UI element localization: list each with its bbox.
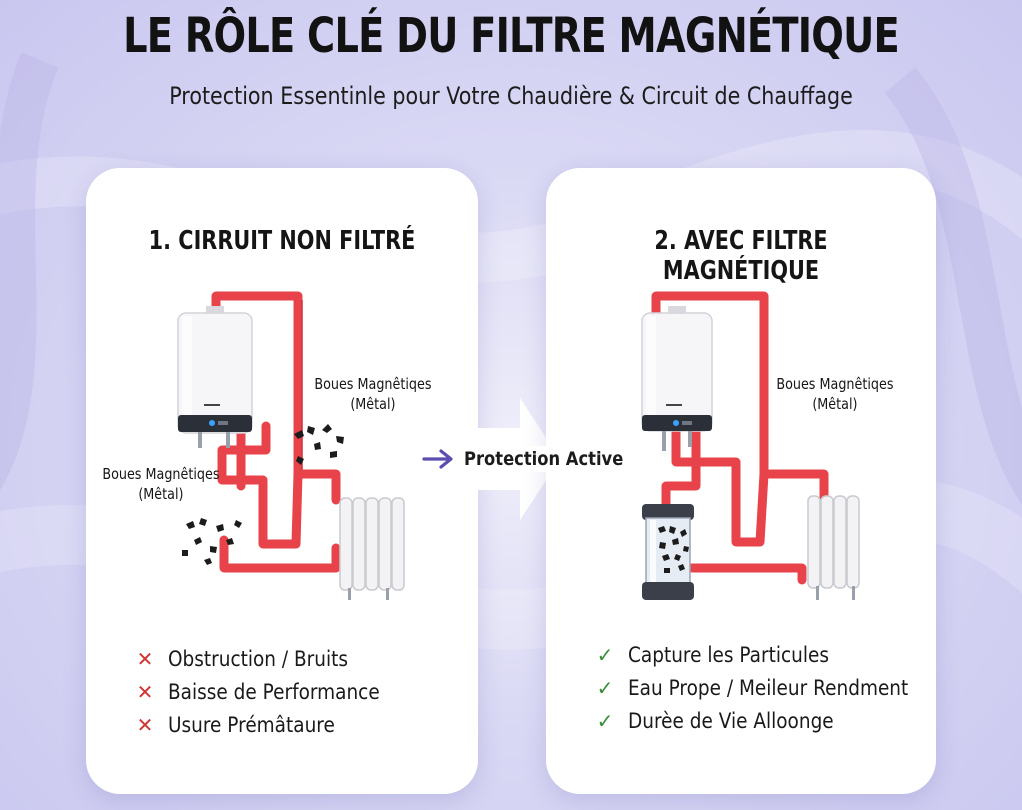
problem-list: ✕ Obstruction / Bruits ✕ Baisse de Perfo… xyxy=(132,642,409,741)
page-title: LE RÔLE CLÉ DU FILTRE MAGNÉTIQUE xyxy=(123,8,900,64)
magnetic-filter-icon xyxy=(642,504,694,600)
list-item: ✓ Eau Prope / Meileur Rendment xyxy=(592,671,947,704)
sludge-particles-icon xyxy=(182,424,344,565)
check-icon: ✓ xyxy=(596,708,614,733)
panel-title-filtered: 2. AVEC FILTRE MAGNÉTIQUE xyxy=(654,226,828,286)
panel-unfiltered: 1. CIRRUIT NON FILTRÉ xyxy=(86,168,478,794)
list-item: ✕ Baisse de Performance xyxy=(132,675,409,708)
list-item: ✓ Durèe de Vie Alloonge xyxy=(592,704,947,737)
boiler-icon xyxy=(641,306,713,451)
check-icon: ✓ xyxy=(596,642,614,667)
list-item: ✓ Capture les Particules xyxy=(592,638,947,671)
sludge-label-top: Boues Magnêtiqes (Mêtal) xyxy=(314,375,432,413)
transition-label: Protection Active xyxy=(418,446,654,472)
diagram-filtered-circuit xyxy=(641,291,860,600)
panel-filtered: 2. AVEC FILTRE MAGNÉTIQUE xyxy=(546,168,936,794)
check-icon: ✓ xyxy=(596,675,614,700)
radiator-icon xyxy=(339,497,405,600)
arrow-right-icon xyxy=(422,449,453,469)
boiler-icon xyxy=(177,306,253,448)
list-item: ✕ Usure Prémâtaure xyxy=(132,708,409,741)
sludge-label-bottom: Boues Magnêtiqes (Mêtal) xyxy=(102,465,220,503)
radiator-icon xyxy=(807,495,860,600)
list-item: ✕ Obstruction / Bruits xyxy=(132,642,409,675)
cross-icon: ✕ xyxy=(136,679,154,704)
benefit-list: ✓ Capture les Particules ✓ Eau Prope / M… xyxy=(592,638,947,737)
panel-title-unfiltered: 1. CIRRUIT NON FILTRÉ xyxy=(148,226,416,256)
diagram-unfiltered-circuit xyxy=(177,291,405,600)
cross-icon: ✕ xyxy=(136,646,154,671)
cross-icon: ✕ xyxy=(136,712,154,737)
sludge-label-filtered: Boues Magnêtiqes (Mêtal) xyxy=(776,375,894,413)
page-subtitle: Protection Essentinle pour Votre Chaudiè… xyxy=(169,82,853,110)
